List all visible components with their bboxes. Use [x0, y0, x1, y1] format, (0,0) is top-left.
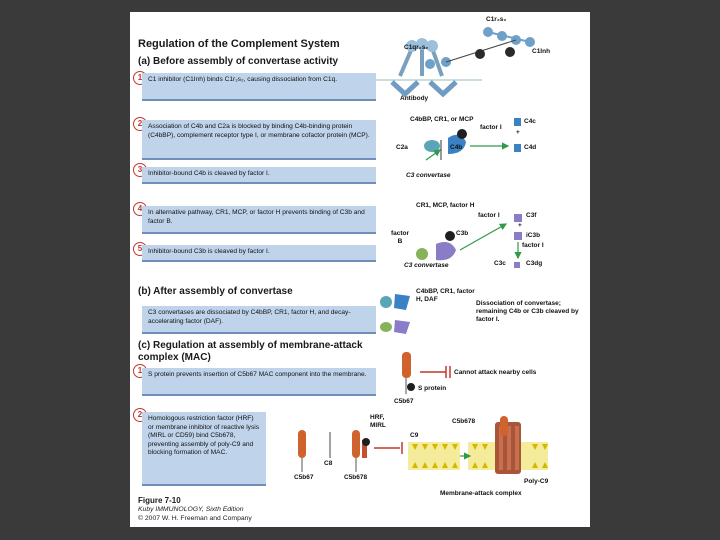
label-mac: Membrane-attack complex — [440, 490, 522, 497]
s-protein-block — [402, 352, 451, 394]
label-c1qr2s2: C1qr₂s₂ — [404, 44, 429, 51]
figure-number: Figure 7-10 — [138, 496, 181, 505]
section-c-heading: (c) Regulation at assembly of membrane-a… — [138, 340, 363, 363]
step-b-box: C3 convertases are dissociated by C4bBP,… — [142, 306, 376, 334]
label-c3dg: C3dg — [526, 260, 543, 267]
c1-complex — [370, 27, 535, 98]
step-a5-box: Inhibitor-bound C3b is cleaved by factor… — [142, 245, 376, 262]
label-plus-1: + — [516, 129, 520, 136]
step-a1-box: C1 inhibitor (C1Inh) binds C1r₂s₂, causi… — [142, 73, 376, 101]
label-c1r2s2: C1r₂s₂ — [486, 16, 507, 23]
label-c3f: C3f — [526, 212, 537, 219]
label-plus-2: + — [518, 222, 522, 229]
label-c3-convertase-1: C3 convertase — [406, 172, 451, 179]
step-c1-box: S protein prevents insertion of C5b67 MA… — [142, 368, 376, 396]
label-poly-c9: Poly-C9 — [524, 478, 549, 485]
mac-assembly — [298, 416, 548, 474]
label-cannot-attack: Cannot attack nearby cells — [454, 369, 537, 376]
label-c8: C8 — [324, 460, 333, 467]
label-c4b: C4b — [450, 144, 463, 151]
label-c5b67-1: C5b67 — [394, 398, 414, 405]
label-c3-convertase-2: C3 convertase — [404, 262, 449, 269]
label-c4bbp-cr1-mcp: C4bBP, CR1, or MCP — [410, 116, 474, 123]
copyright: © 2007 W. H. Freeman and Company — [138, 515, 252, 522]
label-factor-i-3: factor I — [522, 242, 544, 249]
step-c2-box: Homologous restriction factor (HRF) or m… — [142, 412, 266, 486]
diagram-artwork — [298, 27, 548, 474]
book-title: Kuby IMMUNOLOGY, Sixth Edition — [138, 506, 244, 513]
step-a3-box: Inhibitor-bound C4b is cleaved by factor… — [142, 167, 376, 184]
label-antibody: Antibody — [400, 95, 429, 102]
label-c9: C9 — [410, 432, 419, 439]
step-a2-box: Association of C4b and C2a is blocked by… — [142, 120, 376, 160]
label-factor-i-2: factor I — [478, 212, 500, 219]
label-ic3b: iC3b — [526, 232, 541, 239]
figure-page: Regulation of the Complement System (a) … — [130, 12, 590, 527]
c3b-inhibition — [416, 214, 522, 268]
figure-title: Regulation of the Complement System — [138, 38, 340, 50]
label-factor-i-1: factor I — [480, 124, 502, 131]
label-c4d: C4d — [524, 144, 537, 151]
label-c5b678-2: C5b678 — [344, 474, 368, 481]
label-c5b67-2: C5b67 — [294, 474, 314, 481]
label-dissociation: Dissociation of convertase; remaining C4… — [476, 300, 579, 323]
label-c4bbp-cr1-fh-daf: C4bBP, CR1, factor H, DAF — [416, 288, 475, 303]
section-b-heading: (b) After assembly of convertase — [138, 286, 293, 297]
step-a4-box: In alternative pathway, CR1, MCP, or fac… — [142, 206, 376, 234]
label-s-protein: S protein — [418, 385, 447, 392]
label-c4c: C4c — [524, 118, 536, 125]
label-cr1-mcp-factorh: CR1, MCP, factor H — [416, 202, 475, 209]
convertase-dissociation — [380, 294, 410, 334]
label-c1inh: C1Inh — [532, 48, 551, 55]
label-c3c: C3c — [494, 260, 506, 267]
section-a-heading: (a) Before assembly of convertase activi… — [138, 56, 339, 67]
label-c3b: C3b — [456, 230, 469, 237]
label-factor-b: factor B — [390, 230, 410, 245]
label-c2a: C2a — [396, 144, 408, 151]
label-hrf-mirl: HRF, MIRL — [370, 414, 386, 429]
label-c5b678: C5b678 — [452, 418, 476, 425]
c4b-inhibition — [424, 118, 521, 161]
